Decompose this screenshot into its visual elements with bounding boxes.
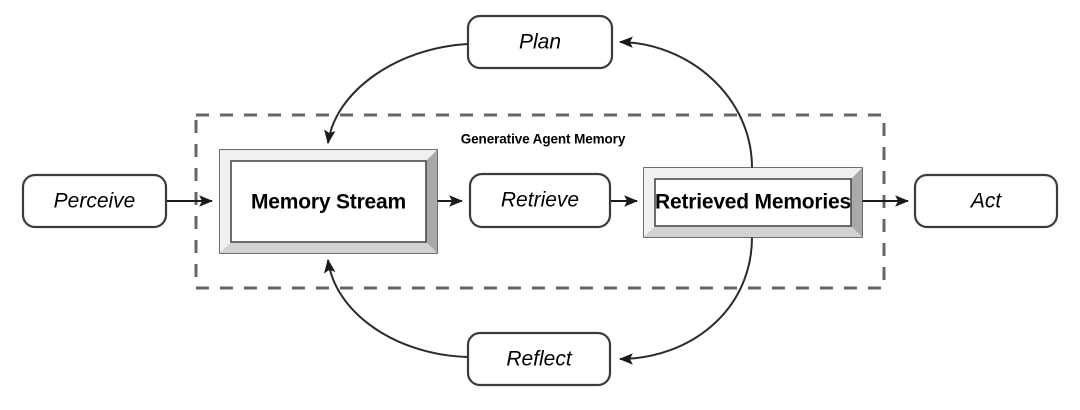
node-plan-label: Plan xyxy=(519,31,561,54)
edge-reflect-to-memory-stream xyxy=(324,258,469,358)
node-reflect[interactable]: Reflect xyxy=(466,331,612,387)
node-act-label: Act xyxy=(969,190,1003,213)
node-retrieve-label: Retrieve xyxy=(501,189,579,212)
node-memory-stream[interactable]: Memory Stream xyxy=(219,149,438,254)
node-perceive[interactable]: Perceive xyxy=(21,173,168,229)
node-retrieve[interactable]: Retrieve xyxy=(468,172,612,229)
node-reflect-label: Reflect xyxy=(506,348,573,371)
node-memory-stream-label: Memory Stream xyxy=(251,191,406,214)
node-perceive-label: Perceive xyxy=(54,190,136,213)
edge-retrieved-memories-to-reflect xyxy=(618,236,753,365)
node-retrieved-memories-label: Retrieved Memories xyxy=(655,191,851,214)
node-retrieved-memories[interactable]: Retrieved Memories xyxy=(643,167,863,238)
edge-plan-to-memory-stream xyxy=(324,43,469,145)
edge-retrieved-memories-to-plan xyxy=(618,36,753,169)
boundary-title: Generative Agent Memory xyxy=(461,132,626,147)
node-plan[interactable]: Plan xyxy=(466,14,614,70)
node-act[interactable]: Act xyxy=(913,173,1059,229)
